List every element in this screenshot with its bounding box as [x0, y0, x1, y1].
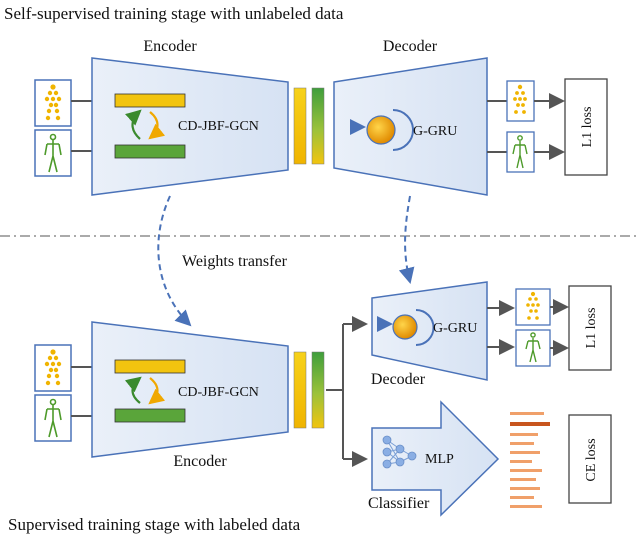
classifier-label: Classifier [368, 495, 430, 512]
top-input-points-skeleton [34, 79, 72, 127]
top-gru-label: G-GRU [413, 124, 457, 139]
class-score-bars [510, 412, 550, 508]
bottom-gcn-bar-yellow [114, 359, 186, 374]
top-input-stick-skeleton [34, 129, 72, 177]
bottom-gcn-label: CD-JBF-GCN [178, 385, 259, 400]
top-gcn-label: CD-JBF-GCN [178, 119, 259, 134]
bottom-gcn-bar-green [114, 408, 186, 423]
classifier-arrow-block [371, 400, 500, 517]
bottom-output-points-skeleton [515, 288, 551, 326]
ce-loss-label: CE loss [584, 438, 599, 481]
mlp-network-icon [382, 435, 417, 469]
bottom-stage-title: Supervised training stage with labeled d… [8, 515, 301, 534]
top-l1-loss-box [564, 78, 608, 176]
top-encoder-label: Encoder [143, 38, 197, 55]
bottom-gru-label: G-GRU [433, 321, 477, 336]
bottom-gru-icon [377, 309, 435, 346]
ce-loss-box [568, 414, 612, 504]
top-gcn-cycle-arrow-orange [148, 111, 166, 140]
bottom-output-stick-skeleton [515, 329, 551, 367]
bottom-encoder-block [91, 321, 289, 458]
top-gcn-cycle-arrow-green [125, 109, 142, 140]
bottom-l1-loss-label: L1 loss [584, 308, 599, 349]
bottom-decoder-block [371, 281, 488, 381]
top-output-stick-skeleton [506, 131, 535, 173]
bottom-gcn-cycle-arrow-green [124, 376, 142, 404]
top-decoder-block [333, 57, 488, 196]
top-encoder-block [91, 57, 289, 196]
bottom-input-points-skeleton [34, 344, 72, 392]
branch-connector [326, 316, 368, 467]
bottom-gcn-cycle-arrow-orange [148, 377, 166, 405]
top-gcn-bar-green [114, 144, 186, 159]
bottom-latent-bar-1 [293, 351, 307, 429]
top-latent-bar-2 [311, 87, 325, 165]
top-gru-icon [350, 109, 414, 151]
top-decoder-label: Decoder [383, 38, 438, 55]
mlp-label: MLP [425, 452, 454, 467]
weights-transfer-arrow-decoder [398, 195, 415, 284]
bottom-decoder-label: Decoder [371, 371, 426, 388]
weights-transfer-label: Weights transfer [182, 253, 288, 270]
top-output-points-skeleton [506, 80, 535, 122]
weights-transfer-arrow-encoder [157, 195, 192, 327]
bottom-encoder-label: Encoder [173, 453, 227, 470]
top-latent-bar-1 [293, 87, 307, 165]
top-l1-loss-label: L1 loss [580, 107, 595, 148]
top-stage-title: Self-supervised training stage with unla… [4, 4, 344, 23]
top-gcn-bar-yellow [114, 93, 186, 108]
bottom-latent-bar-2 [311, 351, 325, 429]
bottom-l1-loss-box [568, 285, 612, 371]
bottom-input-stick-skeleton [34, 394, 72, 442]
